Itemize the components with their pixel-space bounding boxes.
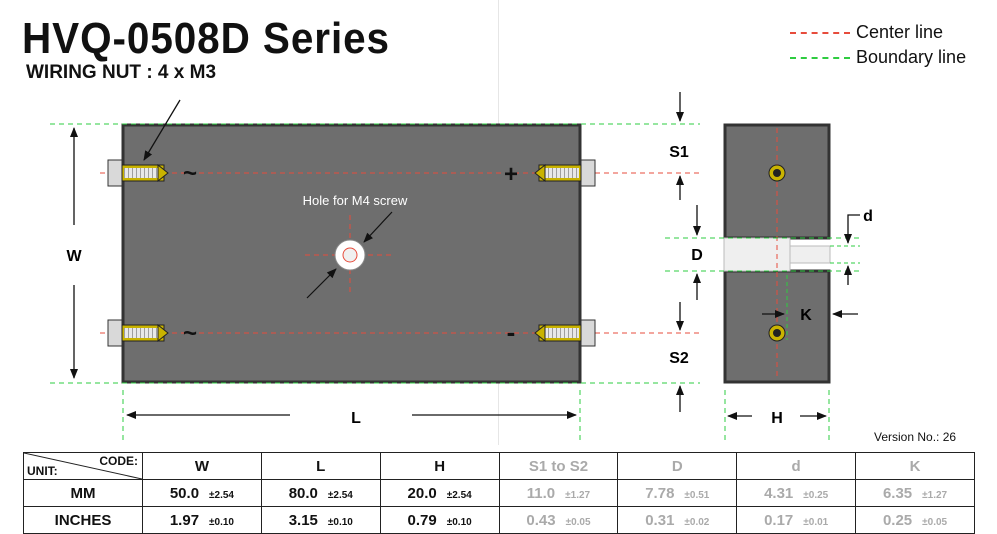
center-line-swatch — [790, 32, 850, 35]
value-cell: 6.35±1.27 — [855, 479, 975, 507]
terminal-right-top — [534, 159, 596, 187]
spec-header-row: CODE: UNIT: W L H S1 to S2 D d K — [23, 452, 975, 480]
side-terminal-top-hole — [773, 169, 781, 177]
code-label: CODE: — [99, 454, 138, 468]
dim-s1: S1 — [669, 144, 689, 161]
value-cell: 3.15±0.10 — [260, 506, 381, 534]
terminal-right-bottom — [534, 319, 596, 347]
value-cell: 0.25±0.05 — [855, 506, 975, 534]
dim-k: K — [800, 307, 812, 324]
mechanical-drawing: Hole for M4 screw ~ ~ + - W L S — [50, 92, 873, 440]
value-cell: 11.0±1.27 — [498, 479, 619, 507]
side-slot — [723, 237, 791, 272]
col-header-k: K — [855, 452, 975, 480]
symbol-ac-bottom: ~ — [183, 320, 197, 347]
corner-diagonal — [24, 453, 142, 479]
version-number: Version No.: 26 — [874, 430, 957, 444]
col-header-s1-s2: S1 to S2 — [498, 452, 619, 480]
m4-hole-inner — [342, 247, 358, 263]
dim-d-small: d — [863, 208, 873, 225]
legend-center-label: Center line — [856, 22, 944, 42]
symbol-plus: + — [504, 161, 518, 188]
col-header-d-big: D — [617, 452, 738, 480]
hole-arrow-top — [363, 211, 393, 243]
terminal-left-bottom — [107, 319, 169, 347]
wiring-nut-arrow — [143, 99, 181, 161]
value-cell: 0.31±0.02 — [617, 506, 738, 534]
dim-h: H — [771, 410, 783, 427]
terminal-left-top — [107, 159, 169, 187]
value-cell: 0.43±0.05 — [498, 506, 619, 534]
dim-d-big: D — [691, 247, 703, 264]
col-header-w: W — [142, 452, 262, 480]
symbol-ac-top: ~ — [183, 160, 197, 187]
spec-table: CODE: UNIT: W L H S1 to S2 D d K MM 50.0… — [23, 452, 975, 534]
unit-cell: MM — [23, 479, 143, 507]
col-header-d-small: d — [736, 452, 857, 480]
dim-l: L — [351, 410, 361, 427]
side-slot-step — [789, 245, 831, 264]
symbol-minus: - — [507, 317, 516, 347]
module-body-front — [121, 123, 582, 384]
code-unit-corner: CODE: UNIT: — [23, 452, 143, 480]
value-cell: 50.0±2.54 — [142, 479, 262, 507]
value-cell: 0.17±0.01 — [736, 506, 857, 534]
col-header-l: L — [260, 452, 381, 480]
value-cell: 20.0±2.54 — [379, 479, 500, 507]
legend-center: Center line — [790, 22, 943, 43]
hole-arrow-bottom — [306, 268, 337, 299]
boundary-line-swatch — [790, 57, 850, 60]
d-small-leader — [844, 214, 860, 244]
wiring-nut-subtitle: WIRING NUT : 4 x M3 — [26, 62, 217, 83]
value-cell: 1.97±0.10 — [142, 506, 262, 534]
dim-w: W — [66, 248, 82, 265]
unit-label: UNIT: — [27, 464, 58, 478]
col-header-h: H — [379, 452, 500, 480]
value-cell: 7.78±0.51 — [617, 479, 738, 507]
table-row: INCHES 1.97±0.10 3.15±0.10 0.79±0.10 0.4… — [23, 506, 975, 534]
legend-boundary: Boundary line — [790, 47, 966, 68]
page-title: HVQ-0508D Series — [22, 14, 390, 63]
hole-label: Hole for M4 screw — [303, 193, 408, 208]
value-cell: 4.31±0.25 — [736, 479, 857, 507]
unit-cell: INCHES — [23, 506, 143, 534]
value-cell: 0.79±0.10 — [379, 506, 500, 534]
table-row: MM 50.0±2.54 80.0±2.54 20.0±2.54 11.0±1.… — [23, 479, 975, 507]
value-cell: 80.0±2.54 — [260, 479, 381, 507]
legend-boundary-label: Boundary line — [856, 47, 967, 67]
dim-s2: S2 — [669, 350, 689, 367]
side-terminal-bottom-hole — [773, 329, 781, 337]
